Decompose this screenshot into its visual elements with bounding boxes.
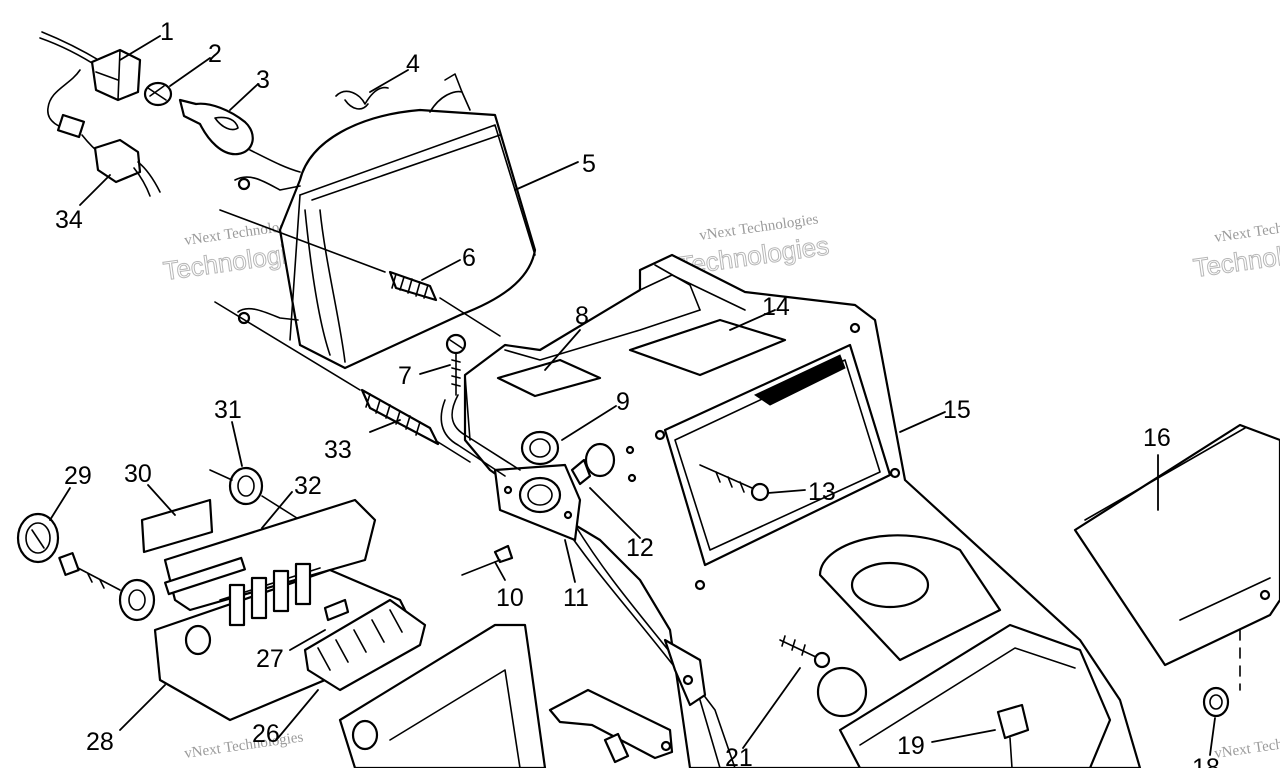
lock-ring — [209, 466, 301, 521]
callout-34: 34 — [55, 206, 83, 234]
callout-labels: 1 2 3 4 5 6 7 8 9 10 11 12 13 14 15 16 1… — [55, 18, 1220, 768]
callout-8: 8 — [575, 302, 589, 330]
leader-lines — [49, 35, 1216, 756]
callout-31: 31 — [214, 396, 242, 424]
lens — [816, 666, 868, 718]
callout-5: 5 — [582, 150, 596, 178]
cup-holder — [818, 534, 1002, 662]
pin — [323, 598, 350, 622]
decal — [628, 318, 787, 377]
switch-mount — [153, 562, 422, 722]
watermark: vNext Technologies — [183, 729, 304, 762]
long-screw — [779, 635, 831, 669]
screw — [699, 464, 770, 502]
callout-15: 15 — [943, 396, 971, 424]
callout-16: 16 — [1143, 424, 1171, 452]
cover-strap — [1073, 423, 1280, 691]
decal — [140, 498, 214, 554]
callout-1: 1 — [160, 18, 174, 46]
ignition-switch — [16, 512, 60, 564]
adjuster-spring — [214, 301, 471, 463]
callout-9: 9 — [616, 388, 630, 416]
callout-30: 30 — [124, 460, 152, 488]
callout-12: 12 — [626, 534, 654, 562]
callout-29: 29 — [64, 462, 92, 490]
callout-4: 4 — [406, 50, 420, 78]
callout-19: 19 — [897, 732, 925, 760]
wiring-harness — [39, 31, 161, 197]
key-clip — [570, 458, 592, 486]
switch-plate — [493, 463, 582, 542]
callout-18: 18 — [1192, 754, 1220, 768]
callout-26: 26 — [252, 720, 280, 748]
callout-2: 2 — [208, 40, 222, 68]
wire-lead — [548, 688, 674, 764]
callout-6: 6 — [462, 244, 476, 272]
bulb-socket — [143, 81, 173, 107]
switch-bracket — [163, 498, 377, 612]
nut — [1202, 686, 1230, 718]
callout-7: 7 — [398, 362, 412, 390]
callout-11: 11 — [563, 584, 589, 612]
callout-28: 28 — [86, 728, 114, 756]
grommet — [118, 578, 156, 622]
watermark-text: vNext Technologies — [183, 729, 304, 762]
screw — [445, 333, 467, 396]
callout-21: 21 — [725, 744, 753, 768]
ignition-key — [58, 552, 121, 591]
wire-rod — [440, 394, 521, 477]
bracket — [663, 638, 707, 707]
callout-3: 3 — [256, 66, 270, 94]
switch-block — [303, 598, 427, 692]
callout-13: 13 — [808, 478, 836, 506]
instrument-cutout — [654, 322, 901, 591]
clip — [996, 703, 1030, 768]
storage-tray — [838, 623, 1112, 768]
callout-27: 27 — [256, 645, 284, 673]
callout-32: 32 — [294, 472, 322, 500]
callout-10: 10 — [496, 584, 524, 612]
headlight-bulb — [178, 98, 301, 173]
switch-grommet — [520, 430, 560, 466]
spring-clip — [335, 86, 389, 110]
watermark: vNext Technologies Technologies — [1191, 213, 1280, 283]
adjuster-spring — [219, 209, 501, 337]
decal — [496, 358, 602, 398]
headlight-assembly — [234, 73, 537, 370]
callout-33: 33 — [324, 436, 352, 464]
watermark-text: vNext Technologies — [1213, 213, 1280, 246]
watermark: vNext Technologies — [1213, 729, 1280, 762]
screw — [461, 544, 514, 576]
watermark-text: vNext Technologies — [1213, 729, 1280, 762]
switch-housing — [338, 623, 547, 768]
console-hole — [584, 442, 637, 483]
callout-14: 14 — [762, 293, 790, 321]
